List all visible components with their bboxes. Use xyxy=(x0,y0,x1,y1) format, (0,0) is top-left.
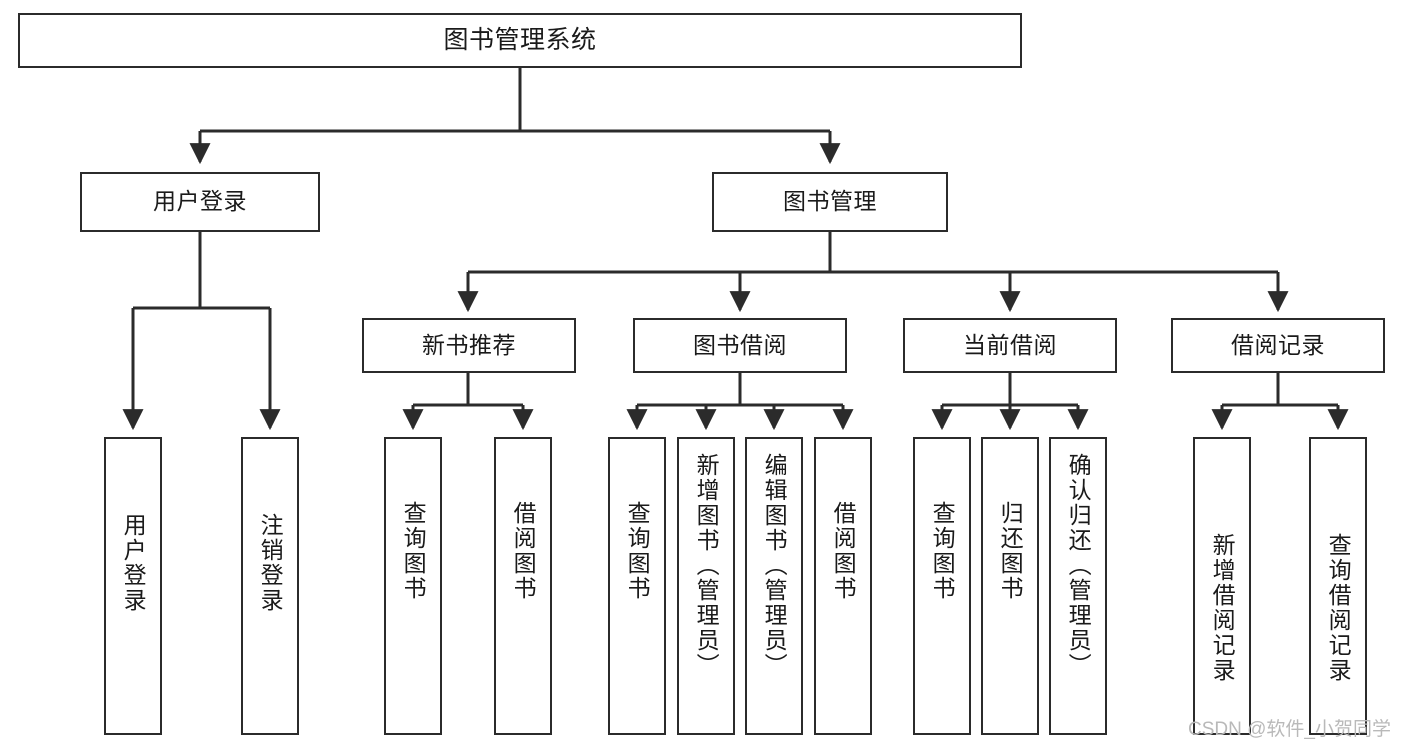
leaf-borrow-edit-book[interactable]: 编辑图书（管理员） xyxy=(745,437,803,735)
leaf-borrow-add-book-label: 新增图书（管理员） xyxy=(693,453,720,678)
leaf-current-confirm-return[interactable]: 确认归还（管理员） xyxy=(1049,437,1107,735)
node-book-borrow-label: 图书借阅 xyxy=(693,331,787,358)
leaf-record-add-record-label: 新增借阅记录 xyxy=(1209,533,1236,683)
leaf-borrow-add-book[interactable]: 新增图书（管理员） xyxy=(677,437,735,735)
leaf-current-query-book-label: 查询图书 xyxy=(929,501,956,601)
leaf-borrow-edit-book-label: 编辑图书（管理员） xyxy=(761,453,788,678)
node-new-book-recommend[interactable]: 新书推荐 xyxy=(362,318,576,373)
node-root-label: 图书管理系统 xyxy=(443,25,597,54)
leaf-user-login-signout[interactable]: 注销登录 xyxy=(241,437,299,735)
leaf-borrow-borrow-book-label: 借阅图书 xyxy=(830,501,857,601)
node-new-book-recommend-label: 新书推荐 xyxy=(422,331,516,358)
leaf-borrow-query-book-label: 查询图书 xyxy=(624,501,651,601)
node-borrow-record[interactable]: 借阅记录 xyxy=(1171,318,1385,373)
node-current-borrow[interactable]: 当前借阅 xyxy=(903,318,1117,373)
node-book-management-label: 图书管理 xyxy=(783,188,877,215)
node-current-borrow-label: 当前借阅 xyxy=(963,331,1057,358)
leaf-user-login-signin[interactable]: 用户登录 xyxy=(104,437,162,735)
leaf-borrow-query-book[interactable]: 查询图书 xyxy=(608,437,666,735)
leaf-current-return-book[interactable]: 归还图书 xyxy=(981,437,1039,735)
leaf-current-confirm-return-label: 确认归还（管理员） xyxy=(1065,453,1092,678)
node-user-login[interactable]: 用户登录 xyxy=(80,172,320,232)
csdn-watermark: CSDN @软件_小贺同学 xyxy=(1188,719,1391,740)
node-book-borrow[interactable]: 图书借阅 xyxy=(633,318,847,373)
node-book-management[interactable]: 图书管理 xyxy=(712,172,948,232)
leaf-user-login-signin-label: 用户登录 xyxy=(120,513,147,613)
leaf-record-query-record[interactable]: 查询借阅记录 xyxy=(1309,437,1367,735)
node-user-login-label: 用户登录 xyxy=(153,188,247,215)
leaf-recommend-borrow-book-label: 借阅图书 xyxy=(510,501,537,601)
node-borrow-record-label: 借阅记录 xyxy=(1231,331,1325,358)
node-root-system[interactable]: 图书管理系统 xyxy=(18,13,1022,68)
leaf-user-login-signout-label: 注销登录 xyxy=(257,513,284,613)
leaf-recommend-query-book[interactable]: 查询图书 xyxy=(384,437,442,735)
leaf-recommend-query-book-label: 查询图书 xyxy=(400,501,427,601)
leaf-recommend-borrow-book[interactable]: 借阅图书 xyxy=(494,437,552,735)
leaf-record-add-record[interactable]: 新增借阅记录 xyxy=(1193,437,1251,735)
leaf-borrow-borrow-book[interactable]: 借阅图书 xyxy=(814,437,872,735)
leaf-record-query-record-label: 查询借阅记录 xyxy=(1325,533,1352,683)
leaf-current-query-book[interactable]: 查询图书 xyxy=(913,437,971,735)
leaf-current-return-book-label: 归还图书 xyxy=(997,501,1024,601)
